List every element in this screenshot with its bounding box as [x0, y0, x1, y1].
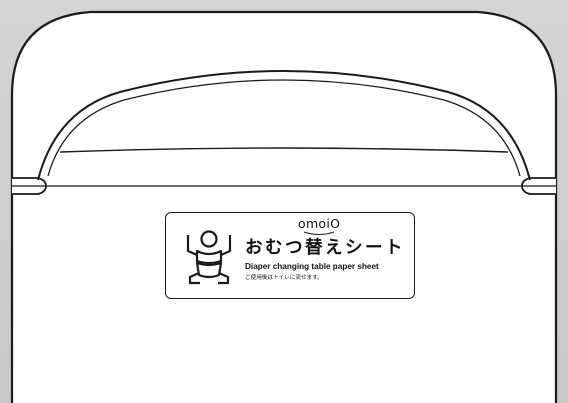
dispenser-handle — [37, 70, 531, 181]
handle-base — [59, 147, 509, 153]
brand-logo: omoiO — [298, 216, 341, 231]
dispenser-body — [10, 10, 558, 403]
smile-underline-icon — [303, 231, 335, 235]
baby-diaper-icon — [186, 230, 232, 285]
product-label: omoiO おむつ替えシート Diaper changing table pap… — [165, 212, 415, 299]
product-title-japanese: おむつ替えシート — [245, 238, 405, 258]
handle-inner-edge — [47, 79, 521, 177]
usage-note: ご使用後はトイレに流せます。 — [245, 275, 323, 281]
product-title-english: Diaper changing table paper sheet — [245, 262, 379, 271]
